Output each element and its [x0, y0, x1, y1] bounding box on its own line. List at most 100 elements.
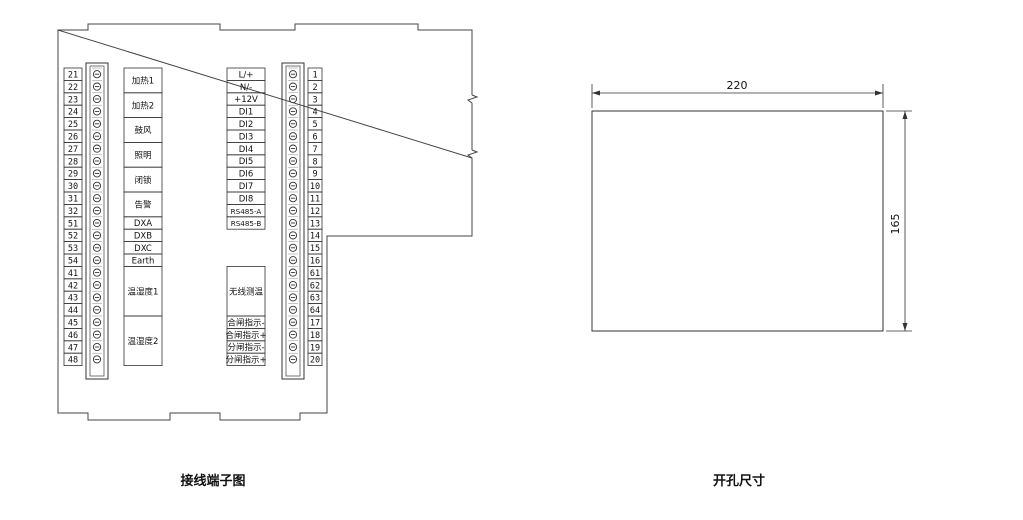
- terminal-pin: [288, 328, 298, 339]
- terminal-number: 46: [68, 331, 78, 341]
- cutout-rectangle: [591, 110, 884, 332]
- terminal-label: 加热1: [132, 76, 154, 87]
- terminal-label: L/+: [239, 70, 254, 80]
- cutout-drawing: 220 165: [591, 79, 912, 332]
- terminal-label: RS485-A: [231, 207, 262, 216]
- terminal-label: Earth: [132, 256, 155, 266]
- terminal-label: 合闸指示+: [225, 330, 266, 341]
- terminal-number: 17: [310, 319, 320, 329]
- terminal-pin: [92, 80, 102, 91]
- terminal-label: N/-: [240, 83, 252, 93]
- terminal-pin: [92, 241, 102, 252]
- terminal-pin: [92, 216, 102, 228]
- terminal-label: DI6: [239, 170, 253, 180]
- terminal-label: 温湿度2: [128, 336, 159, 347]
- terminal-pin: [288, 253, 298, 265]
- terminal-pin: [288, 191, 298, 203]
- terminal-number: 22: [68, 83, 78, 93]
- terminal-label: DI1: [239, 108, 253, 118]
- terminal-label-box: [226, 352, 266, 367]
- terminal-pin: [92, 67, 102, 79]
- terminal-number: 7: [312, 145, 317, 155]
- terminal-number: 52: [68, 232, 78, 242]
- terminal-pin: [288, 352, 298, 364]
- terminal-pin: [92, 290, 102, 302]
- terminal-number: 29: [68, 170, 78, 180]
- terminal-pin: [92, 129, 102, 141]
- terminal-pin: [288, 204, 298, 215]
- terminal-number: 5: [312, 120, 317, 130]
- left-connector-block: [85, 62, 109, 380]
- terminal-label: DI8: [239, 194, 253, 204]
- terminal-pin: [288, 278, 298, 290]
- terminal-number: 53: [68, 244, 78, 254]
- terminal-number: 18: [310, 331, 320, 341]
- terminal-label: DXA: [134, 219, 152, 229]
- terminal-number: 54: [68, 257, 78, 267]
- terminal-label: 闭锁: [134, 175, 152, 186]
- terminal-number: 42: [68, 281, 78, 291]
- terminal-label-box: [123, 315, 163, 366]
- terminal-label: 分闸指示-: [227, 342, 264, 353]
- terminal-pin: [92, 191, 102, 203]
- terminal-number: 32: [68, 207, 78, 217]
- terminal-number: 12: [310, 207, 320, 217]
- terminal-number: 25: [68, 120, 78, 130]
- terminal-label: 分闸指示+: [225, 355, 266, 366]
- wiring-diagram-caption: 接线端子图: [180, 473, 245, 489]
- terminal-pin: [288, 266, 298, 277]
- terminal-pin: [92, 117, 102, 128]
- height-dimension-label: 165: [889, 214, 902, 235]
- terminal-pin: [92, 340, 102, 352]
- terminal-label: 鼓风: [134, 125, 152, 136]
- terminal-pin: [92, 328, 102, 339]
- width-arrow-right: [875, 90, 883, 96]
- terminal-label: 照明: [134, 151, 151, 161]
- terminal-pin: [92, 352, 102, 364]
- terminal-pin: [288, 303, 298, 314]
- terminal-number: 14: [310, 232, 320, 242]
- terminal-number-cell: [63, 352, 83, 367]
- terminal-pin: [288, 290, 298, 302]
- terminal-label: DXB: [134, 232, 152, 242]
- terminal-pin: [92, 228, 102, 240]
- terminal-number: 23: [68, 95, 78, 105]
- terminal-number: 26: [68, 133, 78, 143]
- terminal-label: +12V: [234, 95, 258, 105]
- width-dimension-label: 220: [727, 79, 748, 92]
- terminal-number: 2: [312, 83, 317, 93]
- terminal-pin: [92, 315, 102, 327]
- terminal-number: 8: [312, 157, 317, 167]
- terminal-number: 47: [68, 343, 78, 353]
- height-arrow-bottom: [902, 323, 908, 331]
- terminal-pin: [288, 154, 298, 166]
- terminal-number: 28: [68, 157, 78, 167]
- terminal-pin: [92, 179, 102, 190]
- terminal-number: 30: [68, 182, 78, 192]
- right-connector-block: [281, 62, 305, 380]
- device-outline: [57, 23, 479, 421]
- terminal-number: 20: [310, 356, 320, 366]
- terminal-pin: [288, 92, 298, 104]
- terminal-label: 加热2: [132, 100, 154, 111]
- terminal-number-cell: [307, 352, 323, 367]
- terminal-label: 合闸指示-: [227, 317, 264, 328]
- terminal-pin: [288, 117, 298, 128]
- terminal-pin: [288, 129, 298, 141]
- terminal-pin: [288, 228, 298, 240]
- terminal-number: 63: [310, 294, 320, 304]
- terminal-number: 15: [310, 244, 320, 254]
- terminal-pin: [288, 142, 298, 153]
- terminal-number: 6: [312, 133, 317, 143]
- terminal-number: 21: [68, 71, 78, 81]
- terminal-number: 10: [310, 182, 320, 192]
- terminal-number: 19: [310, 343, 320, 353]
- terminal-number: 41: [68, 269, 78, 279]
- terminal-number: 51: [68, 219, 78, 229]
- terminal-number: 45: [68, 319, 78, 329]
- terminal-pin: [288, 241, 298, 252]
- terminal-pin: [288, 315, 298, 327]
- terminal-pin: [288, 104, 298, 116]
- terminal-number: 64: [310, 306, 320, 316]
